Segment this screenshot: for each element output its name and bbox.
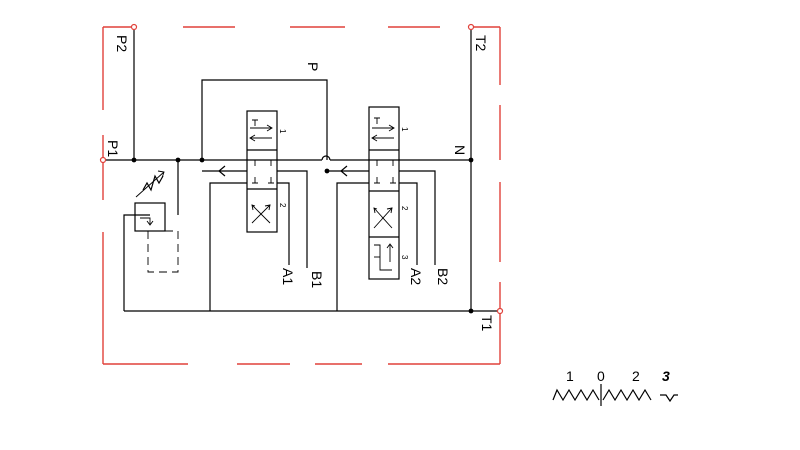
spool-valve-1 — [246, 110, 278, 233]
port-label-t1: T1 — [479, 315, 495, 332]
housing-boundary — [102, 26, 501, 365]
spool2-pos1-label: 1 — [400, 127, 409, 132]
port-label-p1: P1 — [105, 140, 121, 157]
spool1-pos2-label: 2 — [278, 203, 287, 208]
port-label-n: N — [452, 145, 468, 155]
port-label-p2: P2 — [114, 35, 130, 52]
spool2-pos2-label: 2 — [400, 206, 409, 211]
port-label-p: P — [305, 62, 321, 71]
spool-position-legend: 1 0 2 3 — [552, 368, 678, 406]
port-label-b2: B2 — [435, 268, 451, 285]
port-markers — [99, 23, 504, 315]
check-valve-2 — [327, 165, 369, 177]
port-label-b1: B1 — [309, 271, 325, 288]
relief-valve — [134, 170, 179, 273]
spool-valve-2 — [368, 106, 400, 280]
legend-3: 3 — [662, 368, 670, 384]
port-label-t2: T2 — [473, 35, 489, 52]
junction-dots — [131, 157, 474, 314]
legend-2: 2 — [632, 368, 640, 384]
hydraulic-lines — [103, 27, 500, 312]
legend-0: 0 — [597, 368, 605, 384]
check-valve-1 — [202, 165, 247, 177]
port-label-a1: A1 — [280, 268, 296, 285]
port-label-a2: A2 — [408, 268, 424, 285]
spool1-pos1-label: 1 — [278, 129, 287, 134]
spool2-pos3-label: 3 — [400, 255, 409, 260]
legend-1: 1 — [566, 368, 574, 384]
